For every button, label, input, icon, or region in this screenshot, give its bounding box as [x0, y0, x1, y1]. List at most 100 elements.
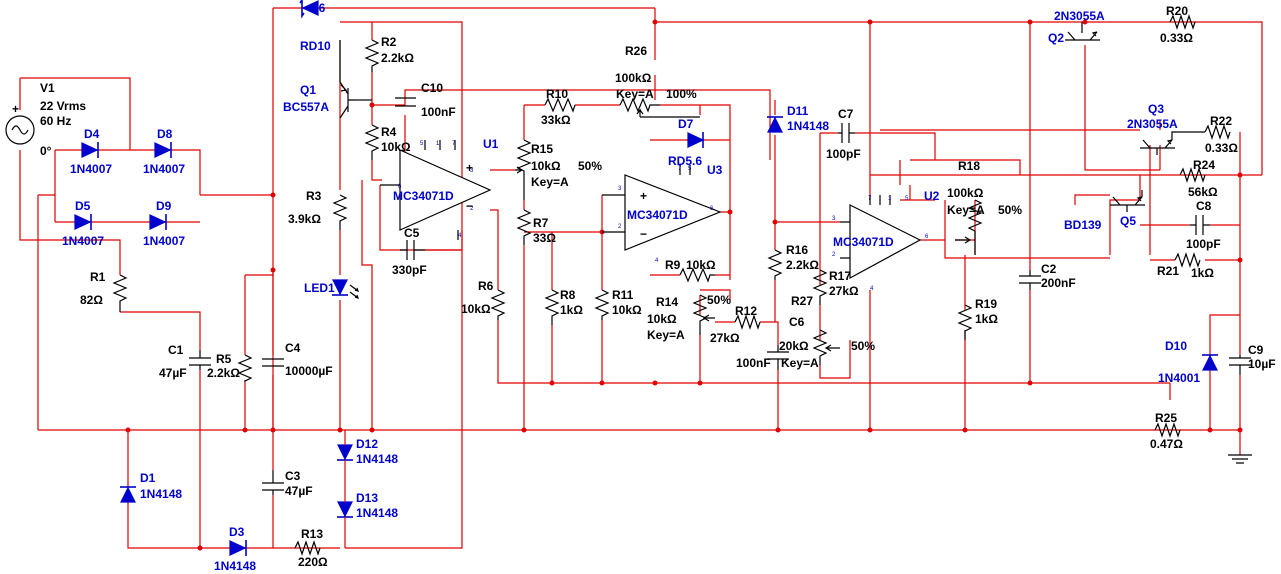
ac-source-v1[interactable]: +: [5, 102, 35, 145]
diode-d13[interactable]: [337, 501, 353, 518]
d7-ref: D7: [678, 117, 694, 131]
resistor-r7[interactable]: [516, 209, 532, 245]
resistor-r16[interactable]: [767, 249, 783, 280]
d4-part: 1N4007: [70, 162, 112, 176]
r27-percent: 50%: [851, 339, 875, 353]
c1-ref: C1: [168, 343, 184, 357]
diode-d4[interactable]: [81, 142, 99, 158]
resistor-r24[interactable]: [1179, 167, 1206, 183]
resistor-r25[interactable]: [1154, 422, 1181, 438]
resistor-r9[interactable]: [679, 267, 715, 283]
r2-ref: R2: [381, 35, 397, 49]
cap-c9[interactable]: [1229, 355, 1251, 375]
r11-value: 10kΩ: [612, 303, 642, 317]
q2-ref: Q2: [1048, 31, 1064, 45]
cap-c3[interactable]: [262, 470, 284, 495]
resistor-r6[interactable]: [490, 289, 506, 320]
cap-c10[interactable]: [395, 97, 416, 107]
u3-minus-sign: −: [640, 227, 647, 241]
resistor-r21[interactable]: [1174, 252, 1201, 268]
q5-part: BD139: [1064, 218, 1102, 232]
d8-part: 1N4007: [143, 162, 185, 176]
u1-pin5: 5: [420, 141, 424, 147]
diode-d1[interactable]: [120, 486, 136, 503]
r19-value: 1kΩ: [975, 312, 998, 326]
r11-ref: R11: [612, 288, 634, 302]
cap-c6[interactable]: [767, 345, 789, 370]
d6-part: RD10: [300, 39, 331, 53]
pot-r15[interactable]: [515, 139, 532, 200]
v1-freq: 60 Hz: [40, 114, 71, 128]
c5-ref: C5: [404, 226, 420, 240]
q5-ref: Q5: [1120, 214, 1136, 228]
diode-d3[interactable]: [229, 540, 247, 556]
resistor-r3[interactable]: [332, 194, 348, 230]
r14-value: 10kΩ: [647, 312, 677, 326]
cap-c8[interactable]: [1190, 215, 1210, 235]
resistor-r4[interactable]: [364, 124, 380, 160]
zener-d7[interactable]: [687, 132, 705, 148]
v1-value: 22 Vrms: [40, 99, 86, 113]
c2-ref: C2: [1041, 262, 1057, 276]
diode-d12[interactable]: [337, 444, 353, 461]
r27-value: 20kΩ: [779, 339, 809, 353]
resistor-r19[interactable]: [957, 304, 973, 340]
r24-ref: R24: [1193, 158, 1215, 172]
d11-ref: D11: [787, 104, 809, 118]
diode-d11[interactable]: [767, 116, 783, 133]
resistor-r5[interactable]: [237, 354, 253, 382]
d1-ref: D1: [140, 471, 156, 485]
r18-key: Key=A: [947, 203, 985, 217]
cap-c7[interactable]: [838, 123, 855, 143]
r22-ref: R22: [1210, 114, 1232, 128]
pot-r14[interactable]: [692, 294, 715, 335]
resistor-r11[interactable]: [594, 289, 610, 320]
u1-plus-sign: +: [466, 161, 473, 175]
opamp-u1[interactable]: 5 1 7 6 3 2 4 + −: [380, 140, 492, 240]
cap-c1[interactable]: [189, 350, 211, 370]
r18-value: 100kΩ: [947, 186, 984, 200]
diode-d10[interactable]: [1202, 354, 1218, 371]
resistor-r22[interactable]: [1204, 124, 1231, 140]
transistor-q1[interactable]: [339, 40, 372, 119]
u3-pin4: 4: [655, 258, 659, 264]
c4-value: 10000µF: [285, 364, 333, 378]
u1-minus-sign: −: [466, 199, 473, 213]
pot-r26[interactable]: [619, 97, 700, 118]
cap-c2[interactable]: [1019, 270, 1041, 290]
resistor-r10[interactable]: [544, 97, 576, 113]
diode-d5[interactable]: [74, 214, 92, 230]
transistor-q2[interactable]: [1065, 22, 1100, 41]
resistor-r12[interactable]: [734, 314, 761, 330]
opamp-u3[interactable]: 7 5 3 2 6 4 + −: [602, 165, 722, 264]
pot-r18[interactable]: [955, 199, 983, 255]
transistor-q3[interactable]: [1140, 131, 1205, 155]
resistor-r2[interactable]: [364, 39, 380, 72]
resistor-r17[interactable]: [812, 269, 828, 305]
pot-r27[interactable]: [812, 329, 840, 365]
r4-value: 10kΩ: [381, 140, 411, 154]
opamp-u2[interactable]: 7 1 5 3 2 6 4: [832, 195, 929, 292]
cap-c4[interactable]: [262, 358, 284, 367]
u3-pin2: 2: [618, 224, 622, 230]
resistor-r20[interactable]: [1169, 14, 1196, 30]
cap-c5[interactable]: [400, 240, 425, 260]
resistor-r8[interactable]: [544, 289, 560, 325]
d5-ref: D5: [75, 199, 91, 213]
diode-d8[interactable]: [154, 142, 172, 158]
c9-ref: C9: [1248, 343, 1264, 357]
v1-phase: 0°: [40, 144, 52, 158]
q1-ref: Q1: [300, 83, 316, 97]
resistor-r1[interactable]: [112, 274, 128, 312]
c6-ref: C6: [789, 315, 805, 329]
led-led1[interactable]: [332, 279, 359, 299]
diode-d9[interactable]: [149, 214, 167, 230]
r9-value: 10kΩ: [686, 258, 716, 272]
resistor-r13[interactable]: [294, 540, 321, 556]
c6-value: 100nF: [736, 356, 771, 370]
zener-d6[interactable]: [299, 0, 319, 19]
r13-value: 220Ω: [298, 555, 328, 569]
u1-pin7: 7: [452, 141, 456, 147]
u2-part: MC34071D: [833, 235, 894, 249]
transistor-q5[interactable]: [1110, 190, 1145, 212]
